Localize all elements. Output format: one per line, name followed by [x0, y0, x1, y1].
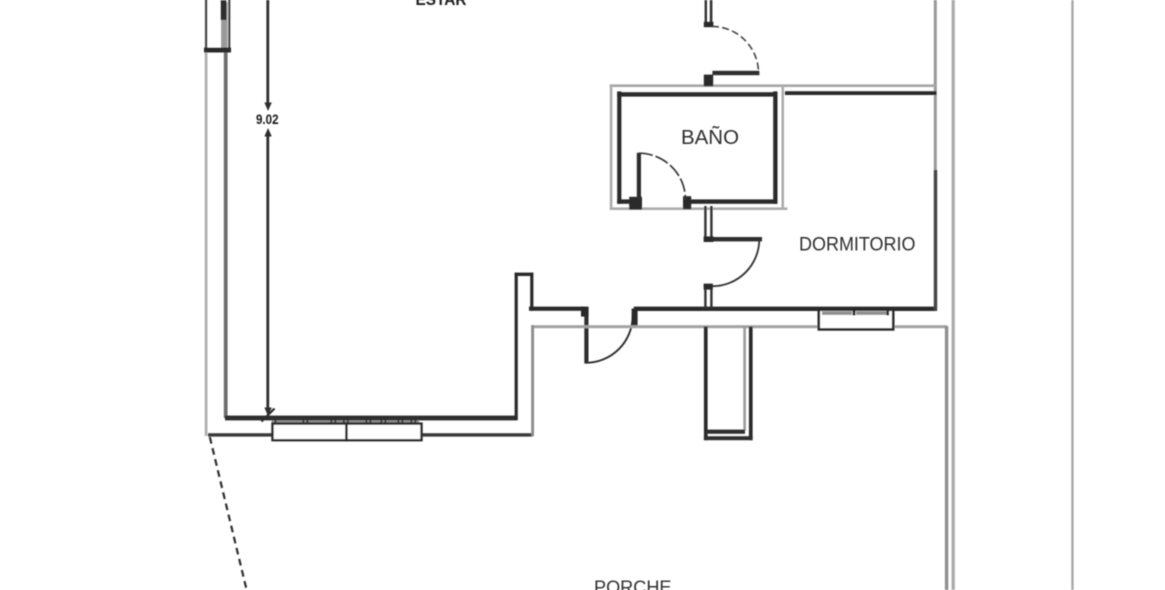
svg-text:BAÑO: BAÑO: [681, 125, 739, 149]
svg-text:DORMITORIO: DORMITORIO: [799, 235, 916, 256]
svg-text:PORCHE: PORCHE: [594, 578, 672, 590]
svg-text:ESTAR: ESTAR: [416, 0, 467, 9]
svg-text:9.02: 9.02: [256, 112, 279, 127]
